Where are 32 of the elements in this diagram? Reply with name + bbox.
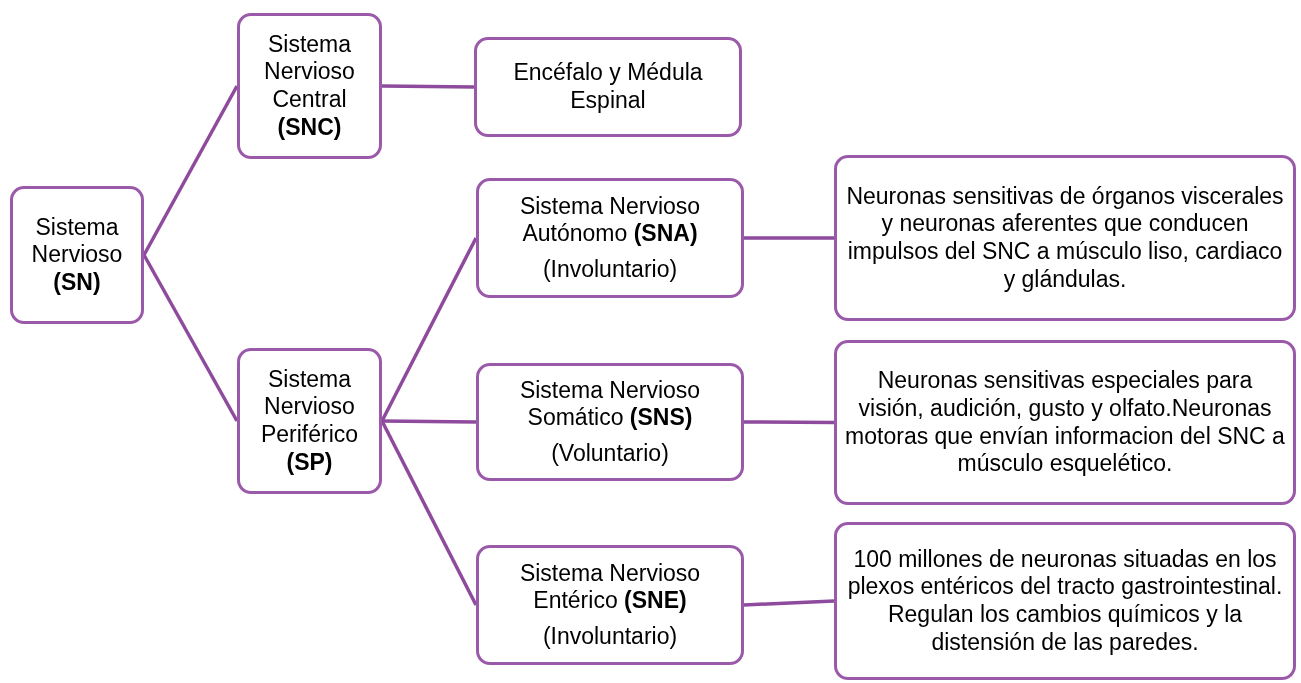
text-box bbox=[237, 348, 382, 494]
node-text: (Involuntario) bbox=[542, 622, 678, 651]
text-box bbox=[476, 363, 744, 481]
text-box bbox=[476, 545, 744, 665]
connector-line bbox=[380, 420, 478, 606]
text-box bbox=[10, 186, 144, 324]
node-text: Sistema Nervioso Periférico (SP) bbox=[259, 365, 360, 477]
connector-line bbox=[744, 236, 834, 240]
connector-line bbox=[142, 254, 239, 422]
node-text: Encéfalo y Médula Espinal bbox=[512, 59, 704, 115]
connector-line bbox=[382, 419, 476, 424]
node-text: Neuronas sensitivas de órganos viscerales y neuronas aferentes que conducen impulsos del SNC a músculo liso, cardiaco y glándulas. bbox=[845, 182, 1285, 294]
text-box bbox=[834, 522, 1296, 680]
connector-line bbox=[743, 599, 835, 607]
connector-line bbox=[744, 420, 834, 425]
text-box bbox=[474, 37, 742, 137]
connector-line bbox=[142, 85, 239, 256]
connector-line bbox=[382, 84, 474, 89]
node-text: Sistema Nervioso Somático (SNS) bbox=[518, 376, 702, 432]
node-text: Sistema Nervioso (SN) bbox=[30, 213, 124, 297]
node-text: Neuronas sensitivas especiales para visión, audición, gusto y olfato.Neuronas motoras que envían informacion del SNC a músculo esquelético. bbox=[845, 367, 1285, 478]
node-text: Sistema Nervioso Entérico (SNE) bbox=[518, 559, 702, 615]
node-text: (Involuntario) bbox=[542, 255, 678, 284]
node-text: Sistema Nervioso Central (SNC) bbox=[263, 30, 356, 142]
text-box bbox=[834, 340, 1296, 505]
text-box bbox=[237, 13, 382, 159]
node-text: 100 millones de neuronas situadas en los plexos entéricos del tracto gastrointestinal. Regulan los cambios químicos y la distensión de las paredes. bbox=[846, 545, 1284, 657]
text-box bbox=[834, 155, 1296, 321]
node-text: (Voluntario) bbox=[551, 439, 669, 468]
connector-line bbox=[380, 237, 478, 422]
node-text: Sistema Nervioso Autónomo (SNA) bbox=[518, 192, 702, 248]
text-box bbox=[476, 178, 744, 298]
